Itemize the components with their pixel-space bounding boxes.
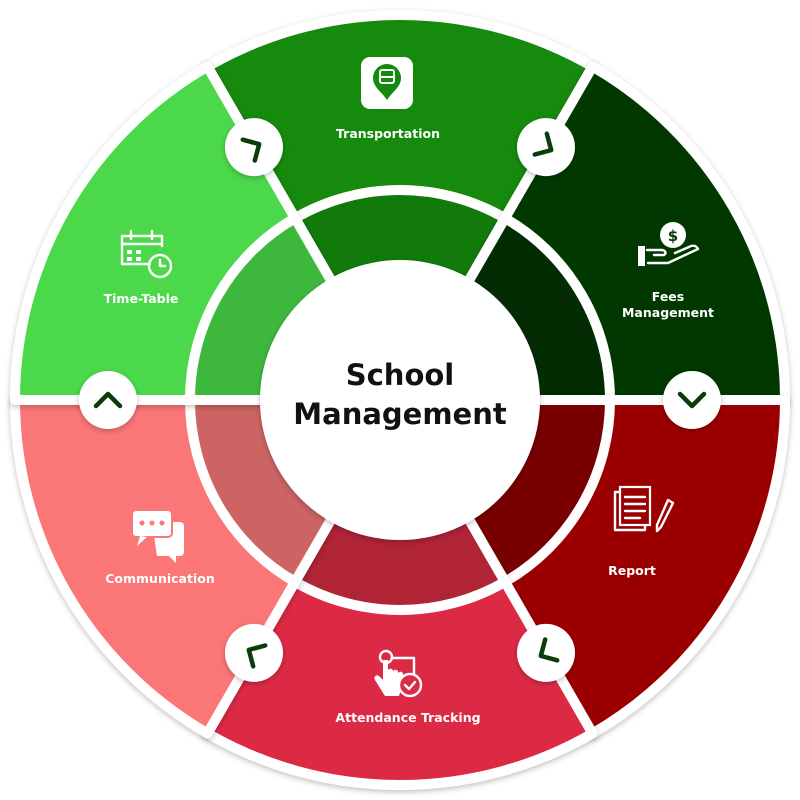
hand-coin-icon: $ [638,222,700,266]
chevron-connector [517,118,575,177]
chevron-icon [240,137,262,163]
bus-location-icon [361,57,413,109]
chevron-icon [538,637,560,663]
svg-text:$: $ [668,227,678,245]
segment-label-line-2: Management [622,305,714,320]
chevron-icon [532,131,554,157]
segment-label: Communication [105,571,215,586]
chevron-connector [225,118,283,177]
segment-report[interactable]: Report [608,485,675,578]
segment-transportation[interactable]: Transportation [336,57,440,141]
title-line-2: Management [293,397,507,431]
segment-label-line-1: Fees [652,289,684,304]
chevron-icon [677,391,707,409]
chevron-connector [517,623,575,682]
chevron-connector [79,371,137,429]
report-documents-icon [613,485,675,533]
center-circle [260,260,540,540]
segment-label: Report [608,563,656,578]
segment-label: Transportation [336,126,440,141]
calendar-clock-icon [120,229,173,279]
chat-bubbles-icon [131,509,184,563]
chevron-connector [225,623,283,682]
segment-communication[interactable]: Communication [105,509,215,586]
chevron-icon [93,391,123,409]
chevron-icon [246,643,268,669]
chevron-connector [663,371,721,429]
tap-check-icon [374,649,423,698]
segment-label: Time-Table [104,291,179,306]
segment-time-table[interactable]: Time-Table [104,229,179,306]
segment-label: Attendance Tracking [335,710,480,725]
segment-fees-management[interactable]: $ Fees Management [622,222,714,320]
segment-attendance-tracking[interactable]: Attendance Tracking [335,649,481,725]
title-line-1: School [346,358,455,392]
